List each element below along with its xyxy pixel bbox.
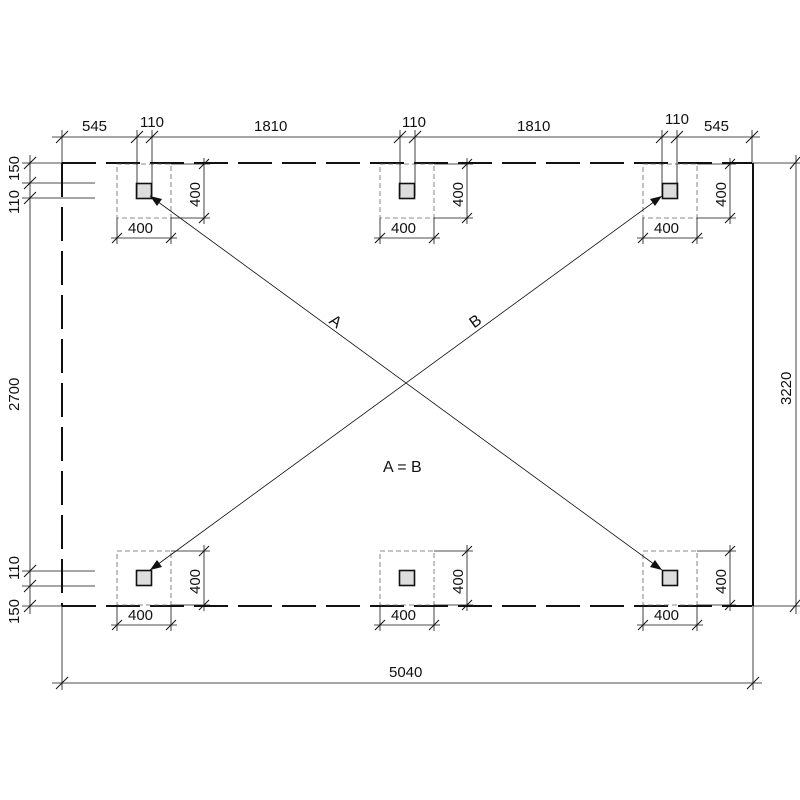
post-square bbox=[661, 569, 679, 587]
bottom-dimension: 5040 bbox=[52, 606, 762, 690]
dim-top-span-1: 1810 bbox=[254, 118, 287, 135]
dim-left-top-offset: 150 bbox=[6, 156, 23, 181]
arrow-b-start bbox=[150, 560, 162, 570]
dim-footing-width: 400 bbox=[654, 220, 679, 237]
diagonal-b bbox=[149, 195, 663, 571]
footing-top-left: 400 400 bbox=[111, 158, 210, 244]
post-square bbox=[135, 182, 153, 200]
dim-top-post-3: 110 bbox=[665, 111, 689, 128]
post-square bbox=[398, 182, 416, 200]
dim-footing-height: 400 bbox=[187, 182, 204, 207]
dim-top-right-offset: 545 bbox=[704, 118, 729, 135]
dim-left-span: 2700 bbox=[6, 378, 23, 411]
footing-outline bbox=[642, 550, 698, 606]
footing-bottom-right: 400 400 bbox=[637, 545, 736, 631]
top-dimension-chain: 545 110 1810 110 1810 110 545 bbox=[52, 111, 760, 196]
dim-top-span-2: 1810 bbox=[517, 118, 550, 135]
footing-outline bbox=[379, 550, 435, 606]
footing-outline bbox=[116, 163, 172, 219]
dim-left-bottom-post: 110 bbox=[6, 556, 23, 580]
footings-group: 400 400 400 400 400 400 400 400 400 400 400 400 bbox=[111, 158, 736, 631]
dim-bottom-total: 5040 bbox=[389, 664, 422, 681]
building-outline bbox=[61, 162, 754, 607]
label-equality: A = B bbox=[383, 459, 422, 476]
dim-top-post-1: 110 bbox=[140, 114, 164, 131]
dim-footing-height: 400 bbox=[713, 182, 730, 207]
dim-right-total: 3220 bbox=[778, 372, 795, 405]
dim-footing-width: 400 bbox=[391, 220, 416, 237]
dim-footing-width: 400 bbox=[391, 607, 416, 624]
arrow-a-start bbox=[150, 196, 162, 206]
arrow-b-end bbox=[650, 196, 662, 206]
dim-left-bottom-offset: 150 bbox=[6, 599, 23, 624]
footing-top-right: 400 400 bbox=[637, 158, 736, 244]
post-square bbox=[135, 569, 153, 587]
left-dimension-chain: 150 110 2700 110 150 bbox=[6, 155, 95, 624]
right-dimension: 3220 bbox=[753, 155, 800, 614]
dim-footing-height: 400 bbox=[450, 182, 467, 207]
dim-footing-width: 400 bbox=[128, 220, 153, 237]
label-a: A bbox=[326, 312, 345, 332]
dim-footing-height: 400 bbox=[187, 569, 204, 594]
post-square bbox=[661, 182, 679, 200]
diagonal-lines: A B A = B bbox=[149, 195, 663, 571]
label-b: B bbox=[466, 312, 485, 332]
footing-top-middle: 400 400 bbox=[374, 158, 473, 244]
dim-left-top-post: 110 bbox=[6, 190, 23, 214]
footing-outline bbox=[642, 163, 698, 219]
post-square bbox=[398, 569, 416, 587]
dim-top-post-2: 110 bbox=[402, 114, 426, 131]
dim-footing-width: 400 bbox=[128, 607, 153, 624]
arrow-a-end bbox=[650, 560, 662, 570]
dim-top-left-offset: 545 bbox=[82, 118, 107, 135]
footing-outline bbox=[116, 550, 172, 606]
footing-outline bbox=[379, 163, 435, 219]
dim-footing-height: 400 bbox=[450, 569, 467, 594]
footing-bottom-middle: 400 400 bbox=[374, 545, 473, 631]
dim-footing-height: 400 bbox=[713, 569, 730, 594]
dim-footing-width: 400 bbox=[654, 607, 679, 624]
footing-bottom-left: 400 400 bbox=[111, 545, 210, 631]
